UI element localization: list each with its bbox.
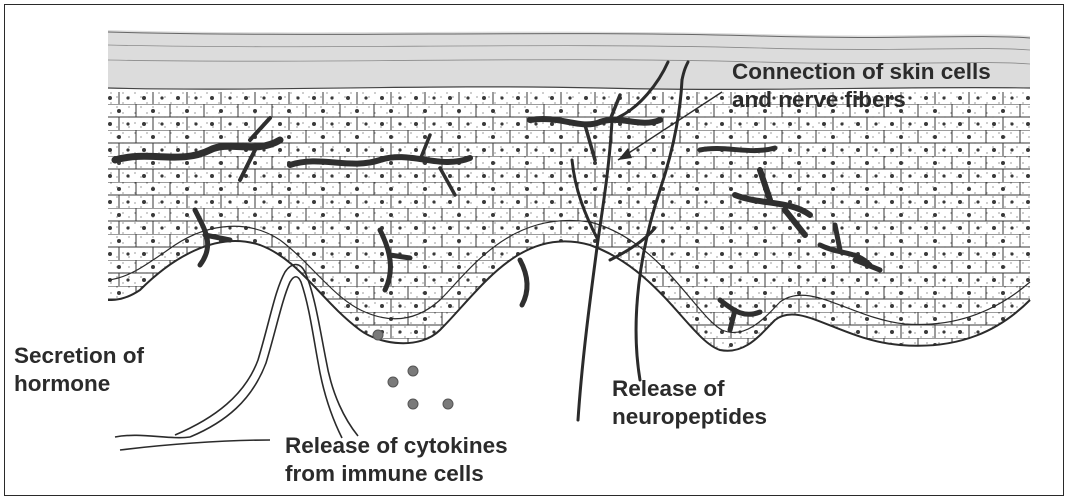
label-skin-nerve-connection: Connection of skin cells and nerve fiber… [732, 58, 991, 114]
label-line: Release of cytokines [285, 432, 508, 460]
label-line: hormone [14, 370, 144, 398]
label-line: Secretion of [14, 342, 144, 370]
label-cytokines-release: Release of cytokines from immune cells [285, 432, 508, 488]
label-line: neuropeptides [612, 403, 767, 431]
epidermis-cell-layer [100, 88, 1040, 368]
label-line: Connection of skin cells [732, 58, 991, 86]
label-neuropeptides-release: Release of neuropeptides [612, 375, 767, 431]
label-line: Release of [612, 375, 767, 403]
label-line: and nerve fibers [732, 86, 991, 114]
label-hormone-secretion: Secretion of hormone [14, 342, 144, 398]
label-line: from immune cells [285, 460, 508, 488]
